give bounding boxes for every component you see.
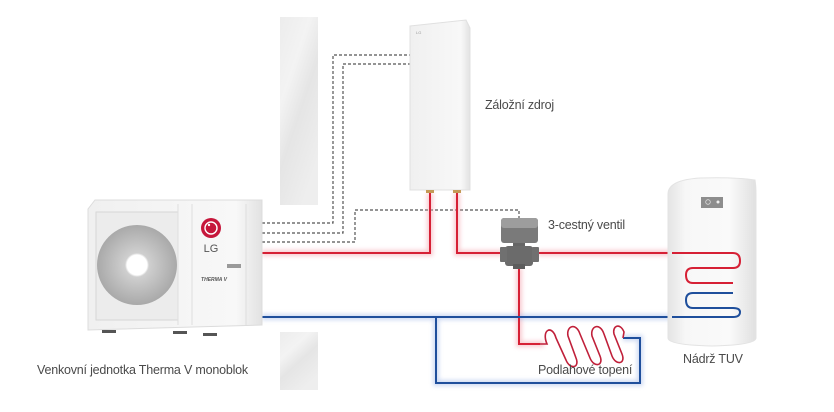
tank-control-panel: [701, 197, 723, 208]
hot-pipes: [262, 193, 672, 345]
indoor-unit-label: Záložní zdroj: [485, 98, 554, 112]
hot-pipe-outdoor-to-indoor: [262, 193, 431, 254]
floor-heating-label: Podlahové topení: [538, 363, 633, 377]
valve-body: [505, 246, 533, 266]
indoor-brand: LG: [416, 30, 421, 35]
wall-lower: [280, 332, 318, 390]
signal-wire-1: [262, 54, 410, 224]
hot-pipe-valve-to-floor: [518, 268, 540, 345]
outdoor-unit-label: Venkovní jednotka Therma V monoblok: [37, 363, 248, 377]
outdoor-unit: LG THERMA V: [87, 199, 263, 336]
hot-pipe-indoor-to-valve: [456, 193, 503, 254]
indoor-unit: LG: [409, 19, 471, 193]
valve-label: 3-cestný ventil: [548, 218, 625, 232]
floor-heating-coil: [540, 325, 625, 368]
wall-upper: [280, 17, 318, 205]
signal-wire-2: [262, 63, 410, 234]
tank-hot-coil: [672, 252, 742, 284]
lg-logo-icon: [201, 218, 221, 238]
three-way-valve[interactable]: [500, 218, 539, 269]
tank-label: Nádrž TUV: [683, 352, 743, 366]
outdoor-brand: LG: [204, 243, 219, 255]
outdoor-badge: THERMA V: [201, 277, 228, 283]
cold-pipes: [262, 316, 672, 384]
signal-wires: [262, 54, 520, 243]
hot-pipe-glow: [262, 193, 680, 347]
cold-pipe-floor-return: [435, 317, 641, 384]
tank-cold-coil: [672, 292, 742, 318]
signal-wire-3: [262, 209, 520, 243]
hot-water-tank: [667, 177, 757, 347]
